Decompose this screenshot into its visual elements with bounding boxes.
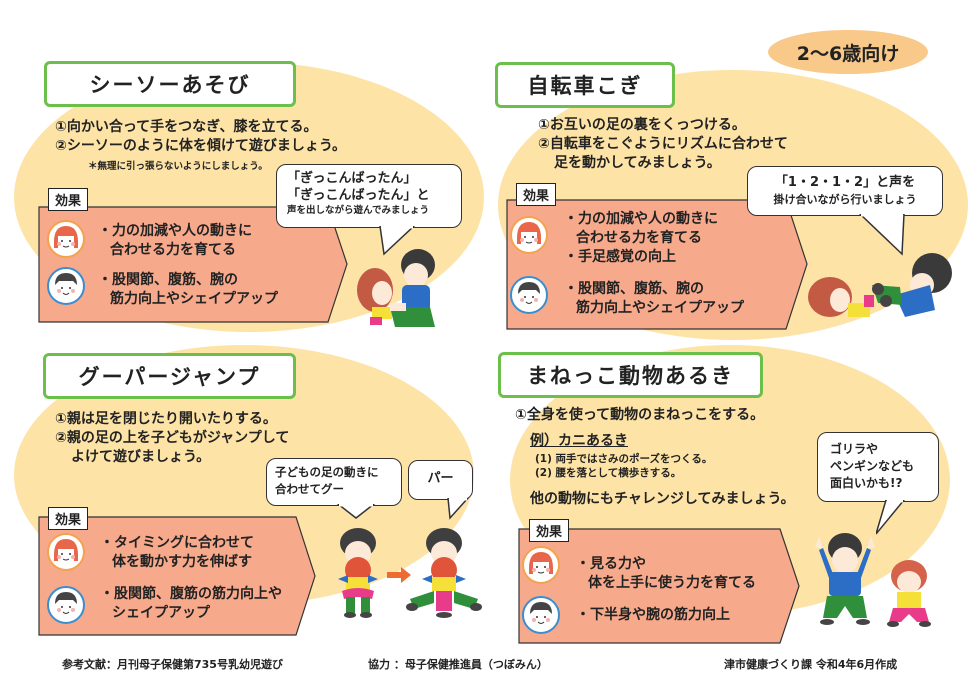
girl-face-icon <box>47 220 85 258</box>
boy-face-icon <box>510 276 548 314</box>
effect-item: ・股関節、腹筋、腕の 筋力向上やシェイプアップ <box>564 281 744 316</box>
bubble-tail <box>447 498 470 520</box>
effect-item: ・力の加減や人の動きに 合わせる力を育てる ・手足感覚の向上 <box>564 211 718 265</box>
footer-reference: 参考文献：月刊母子保健第735号乳幼児遊び <box>62 658 283 671</box>
effect-item: ・力の加減や人の動きに 合わせる力を育てる <box>98 223 252 258</box>
girl-face-icon <box>47 533 85 571</box>
steps-seesaw: ①向かい合って手をつなぎ、膝を立てる。 ②シーソーのように体を傾けて遊びましょう… <box>55 118 346 156</box>
steps-bicycle: ①お互いの足の裏をくっつける。 ②自転車をこぐようにリズムに合わせて 足を動かし… <box>538 117 788 171</box>
bicycle-kids-illustration <box>808 253 952 317</box>
challenge-text: 他の動物にもチャレンジしてみましょう。 <box>530 491 795 507</box>
example-title: 例）カニあるき <box>530 433 628 449</box>
age-badge: 2〜6歳向け <box>768 30 928 74</box>
effect-arrow-shape <box>38 516 316 636</box>
effect-item: ・股関節、腹筋の筋力向上や シェイプアップ <box>100 586 282 621</box>
right-arrow-icon <box>387 567 411 583</box>
speech-bubble-seesaw: 「ぎっこんばったん」 「ぎっこんばったん」と 声を出しながら遊んでみましょう <box>276 164 462 228</box>
girl-face-icon <box>510 216 548 254</box>
step-2: ②シーソーのように体を傾けて遊びましょう。 <box>55 138 347 154</box>
example-steps: (1) 両手ではさみのポーズをつくる。 (2) 腰を落として横歩きする。 <box>535 453 713 479</box>
effect-item: ・見る力や 体を上手に使う力を育てる <box>576 556 756 591</box>
boy-face-icon <box>522 596 560 634</box>
effect-panel-animal <box>518 528 800 644</box>
seesaw-kids-illustration <box>357 249 435 327</box>
effect-label: 効果 <box>529 519 570 542</box>
note-seesaw: ＊無理に引っ張らないようにしましょう。 <box>88 161 268 172</box>
effect-item: ・タイミングに合わせて 体を動かす力を伸ばす <box>100 535 254 570</box>
bubble-tail <box>379 226 416 256</box>
bubble-tail <box>336 504 376 519</box>
speech-bubble-paa: パー <box>408 460 473 500</box>
boy-face-icon <box>47 267 85 305</box>
girl-face-icon <box>522 546 560 584</box>
effect-arrow-shape <box>518 528 800 644</box>
steps-jump: ①親は足を閉じたり開いたりする。 ②親の足の上を子どもがジャンプして よけて遊び… <box>55 411 290 465</box>
paa-kid-illustration <box>406 528 482 618</box>
section-title-seesaw: シーソーあそび <box>44 61 296 107</box>
effect-label: 効果 <box>516 183 557 206</box>
speech-bubble-goo: 子どもの足の動きに 合わせてグー <box>266 458 402 506</box>
steps-animal: ①全身を使って動物のまねっこをする。 <box>515 407 765 423</box>
effect-item: ・股関節、腹筋、腕の 筋力向上やシェイプアップ <box>98 272 278 307</box>
section-title-bicycle: 自転車こぎ <box>495 62 675 108</box>
bubble-tail <box>858 214 905 256</box>
section-title-jump: グーパージャンプ <box>43 353 296 399</box>
effect-label: 効果 <box>48 188 89 211</box>
effect-label: 効果 <box>48 507 89 530</box>
boy-face-icon <box>47 586 85 624</box>
animal-kids-illustration <box>815 533 931 627</box>
effect-panel-jump <box>38 516 316 636</box>
speech-bubble-bicycle: 「1・2・1・2」と声を 掛け合いながら行いましょう <box>747 166 943 216</box>
effect-panel-bicycle <box>506 199 808 330</box>
section-title-animal: まねっこ動物あるき <box>498 352 763 398</box>
footer-credit: 津市健康づくり課 令和4年6月作成 <box>724 658 898 671</box>
speech-bubble-animal: ゴリラや ペンギンなども 面白いかも!? <box>817 432 939 502</box>
bubble-tail <box>876 500 905 535</box>
effect-item: ・下半身や腕の筋力向上 <box>576 607 730 623</box>
footer-cooperation: 協力 ：母子保健推進員（つぼみん） <box>368 658 548 671</box>
goo-kid-illustration <box>338 528 378 618</box>
step-1: ①向かい合って手をつなぎ、膝を立てる。 <box>55 119 318 135</box>
effect-arrow-shape <box>506 199 808 330</box>
